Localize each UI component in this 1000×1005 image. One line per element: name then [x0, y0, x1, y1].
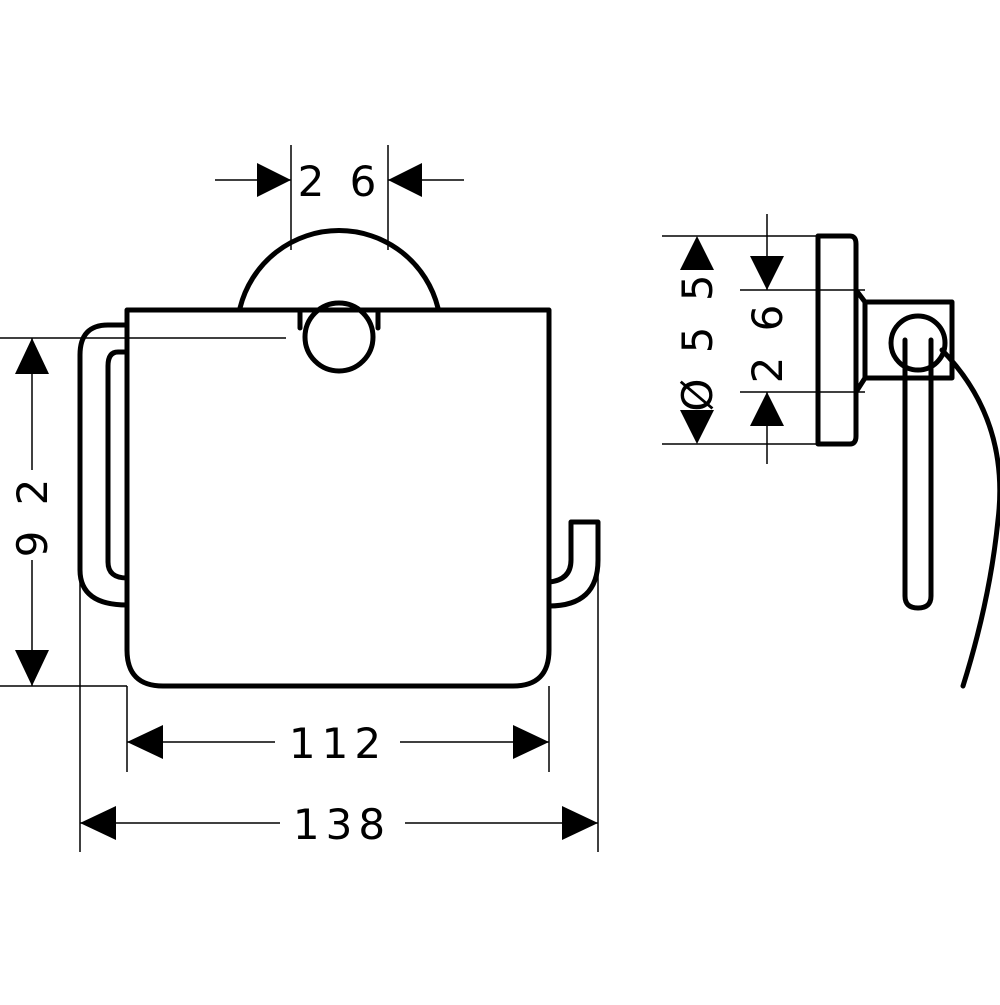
dim-label-top-width: 2 6 — [298, 157, 383, 206]
arrow-down-icon — [15, 650, 49, 686]
rosette-arc — [237, 228, 441, 311]
dim-top-width: 2 6 — [215, 145, 464, 250]
front-view — [77, 228, 601, 689]
dim-label-side-depth: 2 6 — [743, 299, 792, 384]
hinge-hub — [302, 300, 376, 374]
arrow-left-icon — [127, 725, 163, 759]
dim-side-diameter: Ø 5 5 — [662, 235, 818, 445]
left-bracket-inner — [105, 349, 130, 581]
right-hook — [546, 519, 601, 609]
dim-side-depth: 2 6 — [740, 214, 865, 464]
dim-label-side-diameter: Ø 5 5 — [673, 268, 722, 411]
wall-plate-taper — [853, 287, 868, 395]
left-bracket-outer — [77, 322, 130, 608]
arrow-right-icon — [257, 163, 291, 197]
arrow-left-icon — [80, 806, 116, 840]
dim-height: 9 2 — [0, 337, 286, 687]
hinge-notch — [297, 309, 381, 331]
wall-plate — [815, 233, 859, 447]
dim-label-inner-width: 112 — [289, 719, 387, 768]
side-view — [815, 233, 1000, 689]
dim-outer-width: 138 — [79, 540, 599, 852]
arm-block — [862, 299, 955, 381]
swing-arm — [902, 337, 934, 611]
arrow-up-icon — [750, 392, 784, 426]
arrow-down-icon — [750, 256, 784, 290]
dim-label-outer-width: 138 — [293, 800, 391, 849]
dim-inner-width: 112 — [126, 686, 550, 772]
arrow-down-icon — [680, 410, 714, 444]
arrow-up-icon — [15, 338, 49, 374]
arrow-right-icon — [513, 725, 549, 759]
arrow-right-icon — [562, 806, 598, 840]
cover-curve — [939, 347, 1000, 689]
side-hinge-ring — [888, 313, 948, 373]
cover-plate — [124, 307, 552, 689]
dim-label-height: 9 2 — [8, 473, 57, 558]
arrow-up-icon — [680, 236, 714, 270]
arrow-left-icon — [388, 163, 422, 197]
